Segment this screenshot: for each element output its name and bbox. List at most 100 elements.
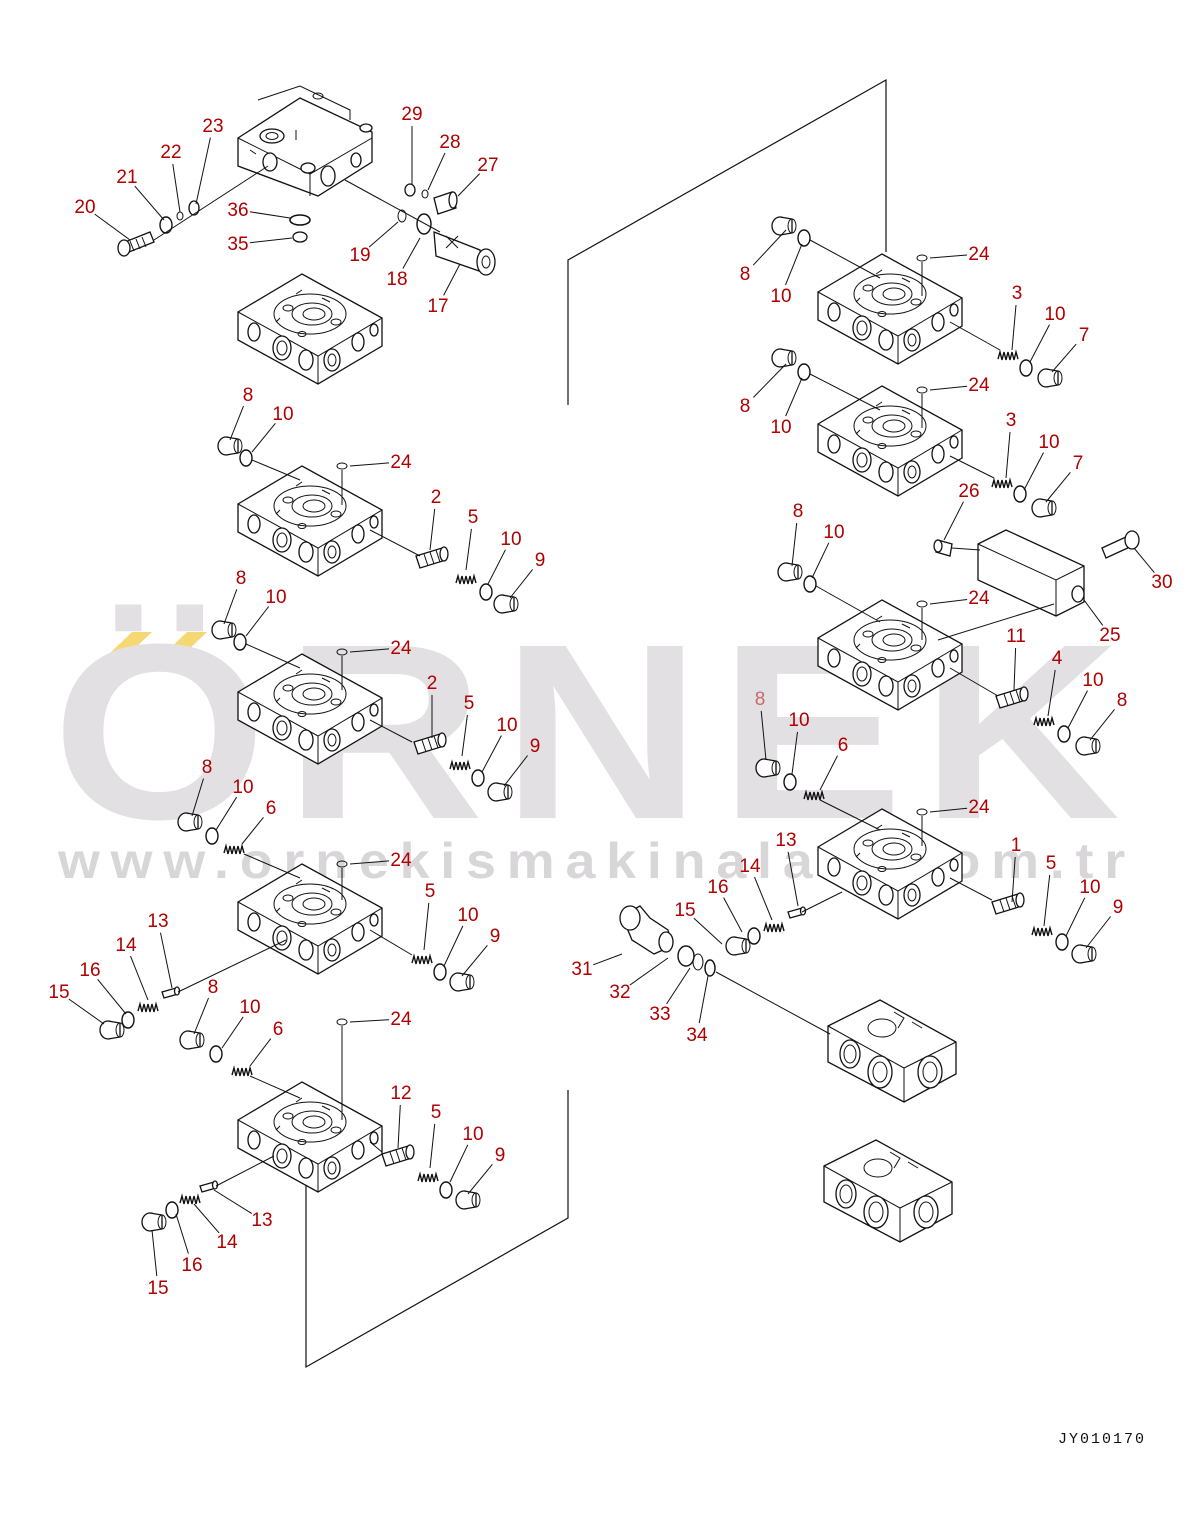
- callout-c06: 35: [227, 234, 248, 255]
- leader-c70: [1067, 690, 1088, 729]
- assembly-frame: [305, 78, 887, 1369]
- leader-c19: [509, 569, 533, 599]
- leader-c12: [443, 263, 461, 296]
- leader-c35: [130, 955, 149, 1001]
- leader-c20: [223, 589, 238, 625]
- callout-c37: 15: [48, 982, 69, 1003]
- callout-c61: 7: [1073, 453, 1084, 474]
- leader-c80: [1011, 856, 1016, 903]
- callout-c07: 29: [401, 104, 422, 125]
- callout-c52: 24: [968, 244, 990, 265]
- callout-c13: 8: [243, 385, 254, 406]
- leader-c63: [1133, 547, 1155, 574]
- callout-c62: 26: [958, 481, 979, 502]
- callout-c29: 6: [266, 798, 277, 819]
- callout-c85: 32: [609, 982, 630, 1003]
- callout-c65: 8: [793, 501, 804, 522]
- callout-c54: 10: [1044, 304, 1065, 325]
- leader-c55: [1051, 343, 1077, 373]
- leader-c21: [245, 606, 270, 637]
- callout-c80: 1: [1011, 835, 1022, 856]
- callout-c87: 34: [686, 1025, 708, 1046]
- callout-c47: 14: [216, 1232, 238, 1253]
- leader-c44: [449, 1144, 469, 1183]
- leader-c32: [443, 925, 464, 967]
- callout-c46: 13: [251, 1210, 272, 1231]
- leader-c68: [1013, 647, 1017, 691]
- callout-c22: 24: [390, 638, 412, 659]
- callout-c69: 4: [1052, 648, 1063, 669]
- leader-c54: [1029, 324, 1050, 363]
- callout-c34: 13: [147, 911, 168, 932]
- callout-c26: 9: [530, 736, 541, 757]
- callout-c24: 5: [464, 693, 475, 714]
- leader-c65: [791, 522, 798, 567]
- leader-c33: [461, 944, 488, 977]
- callout-c57: 10: [770, 417, 791, 438]
- callout-c55: 7: [1079, 325, 1090, 346]
- callout-c64: 25: [1099, 625, 1120, 646]
- leader-c04: [94, 213, 131, 241]
- end-block-1: [827, 999, 957, 1103]
- leader-c43: [429, 1123, 436, 1169]
- leader-c64: [1083, 599, 1104, 626]
- callout-c20: 8: [236, 568, 247, 589]
- leader-c24: [461, 714, 468, 757]
- callout-c04: 20: [74, 197, 95, 218]
- leader-c02: [172, 163, 181, 213]
- leader-c59: [1005, 431, 1011, 479]
- leader-c22: [349, 648, 390, 653]
- leader-c46: [213, 1189, 253, 1215]
- leader-c29: [241, 816, 264, 845]
- callout-c01: 23: [202, 116, 223, 137]
- leader-c41: [349, 1019, 390, 1023]
- callout-c11: 18: [386, 269, 407, 290]
- leader-c58: [929, 385, 968, 391]
- leader-c31: [423, 902, 430, 951]
- callout-c45: 9: [495, 1145, 506, 1166]
- leader-c61: [1045, 471, 1071, 503]
- valve-block-left-5: [237, 1081, 383, 1193]
- leader-c06: [249, 237, 293, 244]
- valve-block-left-1: [237, 273, 383, 385]
- callout-c73: 10: [788, 710, 809, 731]
- callout-c86: 33: [649, 1004, 670, 1025]
- callout-c81: 5: [1046, 853, 1057, 874]
- callout-c63: 30: [1151, 572, 1172, 593]
- callout-c50: 8: [740, 264, 751, 285]
- callout-c39: 10: [239, 997, 260, 1018]
- callout-c74: 6: [838, 735, 849, 756]
- valve-block-left-2: [237, 465, 383, 577]
- leader-c18: [487, 549, 506, 585]
- callout-c49: 15: [147, 1278, 168, 1299]
- leader-c52: [929, 254, 968, 259]
- leader-c67: [929, 599, 968, 605]
- callout-c02: 22: [160, 142, 181, 163]
- leader-c86: [666, 967, 691, 1005]
- leader-c34: [160, 932, 173, 989]
- leader-c78: [723, 897, 743, 933]
- leader-c01: [195, 137, 211, 205]
- callout-c71: 8: [1117, 690, 1128, 711]
- callout-c25: 10: [496, 715, 517, 736]
- right-small-parts: [619, 216, 1140, 1035]
- callout-c16: 2: [431, 487, 442, 508]
- callout-c08: 28: [439, 132, 460, 153]
- leader-c82: [1065, 897, 1086, 937]
- leader-c69: [1047, 669, 1056, 717]
- leader-c37: [68, 998, 105, 1025]
- leader-c85: [629, 957, 669, 986]
- leader-c30: [349, 860, 390, 865]
- leader-c81: [1043, 874, 1051, 927]
- callout-c09: 27: [477, 155, 498, 176]
- leader-c45: [467, 1163, 493, 1195]
- leader-c73: [791, 731, 798, 775]
- callout-leaders: [68, 126, 1155, 1277]
- leader-c17: [465, 528, 472, 571]
- callout-c42: 12: [390, 1083, 411, 1104]
- callout-c82: 10: [1079, 877, 1100, 898]
- callout-c76: 13: [775, 830, 796, 851]
- leader-c56: [753, 363, 787, 398]
- callout-c15: 24: [390, 452, 412, 473]
